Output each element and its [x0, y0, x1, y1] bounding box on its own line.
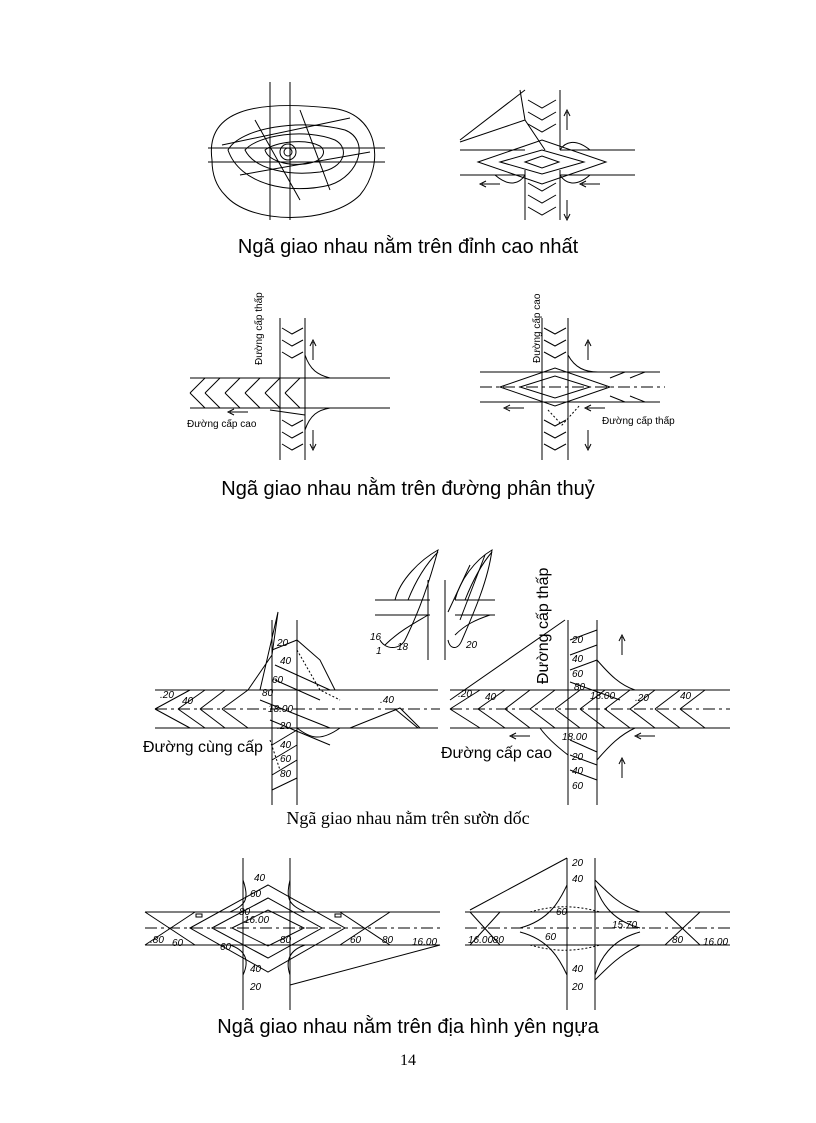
figure-slope-inset: 16 1 18 20: [370, 548, 495, 660]
label-80: 80: [262, 688, 274, 699]
label-20: 20: [276, 638, 289, 649]
label-high-road-1: Đường cấp cao: [187, 419, 257, 430]
label-60-tm: 60: [545, 932, 557, 943]
label-40-tb: 40: [572, 964, 584, 975]
label-80-r: 80: [574, 682, 586, 693]
label-60-s: 60: [250, 889, 262, 900]
figure-saddle-left: 40 60 80 16.00 .80 60 60 80 60 80 16.00 …: [144, 858, 441, 1010]
label-1600-t: 16.00: [468, 935, 493, 946]
label-80-s: 80: [239, 907, 251, 918]
label-60-sm: 60: [220, 942, 232, 953]
label-60: 60: [272, 675, 284, 686]
label-20-r: 20: [571, 635, 584, 646]
label-40-left: 40: [182, 696, 194, 707]
figure-slope-right: 20 40 60 80 18.00 18.00 20 40 60 .20 40 …: [449, 619, 730, 805]
label-60-low: 60: [280, 754, 292, 765]
inset-label-16: 16: [370, 632, 382, 643]
label-1600-tr: 16.00: [703, 937, 728, 948]
label-20-left: .20: [160, 690, 174, 701]
label-80-sr: 80: [382, 935, 394, 946]
label-40-r2: 40: [572, 766, 584, 777]
caption-summit: Ngã giao nhau nằm trên đỉnh cao nhất: [237, 236, 579, 258]
label-40-right: .40: [380, 695, 394, 706]
label-1600-s: 16.00: [244, 915, 269, 926]
figure-saddle-right: 20 40 60 15.70 16.00 .80 60 80 16.00 40 …: [465, 857, 730, 1010]
page-number: 14: [400, 1052, 416, 1069]
label-same-level: Đường cùng cấp: [143, 739, 263, 756]
label-low-road-2: Đường cấp thấp: [602, 416, 675, 427]
figure-watershed-right: [480, 318, 665, 460]
caption-slope: Ngã giao nhau nằm trên sườn dốc: [286, 808, 530, 828]
label-1800: 18.00: [268, 704, 293, 715]
label-1600-sr: 16.00: [412, 937, 437, 948]
inset-label-1: 1: [376, 646, 382, 657]
label-40-t: 40: [572, 874, 584, 885]
figure-watershed-left: [189, 318, 390, 460]
label-40-s: 40: [254, 873, 266, 884]
label-80-low: 80: [280, 769, 292, 780]
label-40-low: 40: [280, 740, 292, 751]
label-80-sm: 80: [280, 935, 292, 946]
label-20-rr: .20: [635, 693, 649, 704]
label-low-road-1: Đường cấp thấp: [254, 292, 265, 365]
label-20-rl: .20: [458, 689, 472, 700]
figure-summit-plan: [459, 89, 635, 222]
label-40-rl: 40: [485, 692, 497, 703]
label-80-sl: .80: [150, 935, 164, 946]
caption-watershed: Ngã giao nhau nằm trên đường phân thuỷ: [221, 478, 595, 500]
label-20-sb: 20: [249, 982, 262, 993]
label-60-r2: 60: [572, 781, 584, 792]
label-60-r: 60: [572, 669, 584, 680]
label-20-r2: 20: [571, 752, 584, 763]
label-1800-r: 18.00: [590, 691, 615, 702]
label-60-sl: 60: [172, 938, 184, 949]
label-40-sb: 40: [250, 964, 262, 975]
label-1570: 15.70: [612, 920, 637, 931]
label-high-road-3: Đường cấp cao: [441, 745, 553, 762]
label-60-sr: 60: [350, 935, 362, 946]
figure-summit-contour: [208, 82, 385, 220]
label-20-low: .20: [277, 721, 291, 732]
label-60-t: 60: [556, 907, 568, 918]
label-1800-r2: 18.00: [562, 732, 587, 743]
inset-label-18: 18: [397, 642, 409, 653]
label-80-tl: .80: [490, 935, 504, 946]
label-high-road-2: Đường cấp cao: [532, 293, 543, 363]
label-20-t: 20: [571, 858, 584, 869]
figure-slope-left: 20 40 60 80 18.00 .20 40 60 80 .20 40 .4…: [154, 611, 440, 805]
label-40-rr: 40: [680, 691, 692, 702]
caption-saddle: Ngã giao nhau nằm trên địa hình yên ngựa: [217, 1016, 599, 1038]
label-low-road-3: Đường cấp thấp: [535, 567, 552, 684]
label-80-tr: 80: [672, 935, 684, 946]
inset-label-20: 20: [465, 640, 478, 651]
label-40: 40: [280, 656, 292, 667]
label-20-tb: 20: [571, 982, 584, 993]
label-40-r: 40: [572, 654, 584, 665]
